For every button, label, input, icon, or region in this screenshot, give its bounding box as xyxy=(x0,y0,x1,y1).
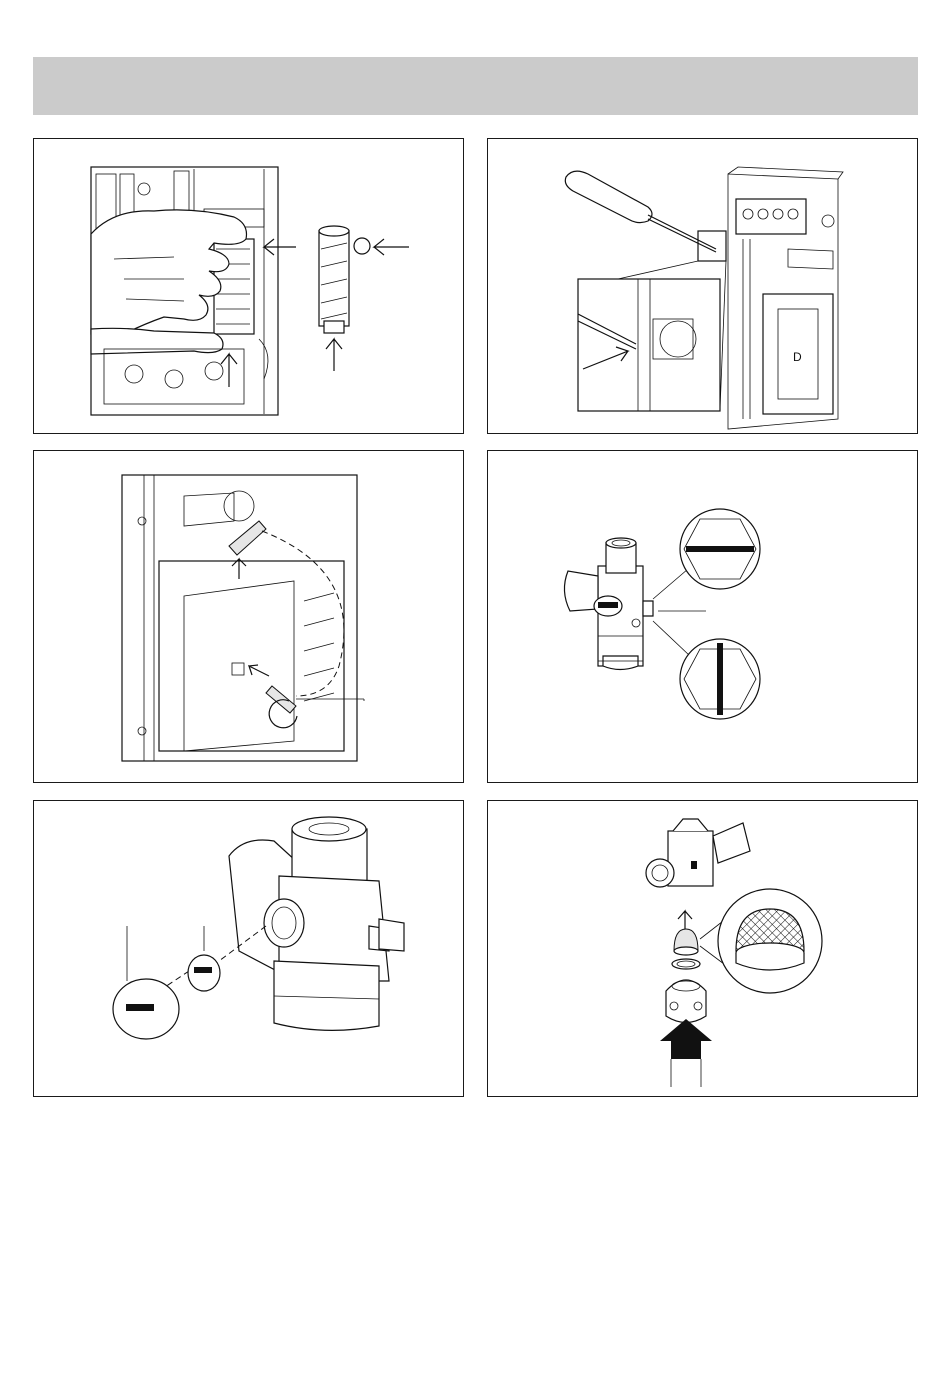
valve-position-icon xyxy=(488,451,919,784)
valve-plug-icon xyxy=(34,801,465,1098)
section-header-bar xyxy=(33,57,918,115)
screwdriver-icon: D xyxy=(488,139,919,435)
panel-strainer-removal xyxy=(487,800,918,1097)
strainer-icon xyxy=(488,801,919,1098)
svg-text:D: D xyxy=(793,350,802,364)
valve-removal-icon xyxy=(34,451,465,784)
panel-open-housing-screwdriver: D xyxy=(487,138,918,434)
panel-remove-valve-spindle xyxy=(33,450,464,783)
panel-valve-plug-disassembly xyxy=(33,800,464,1097)
panel-valve-position-indicator xyxy=(487,450,918,783)
hand-and-connector-icon xyxy=(34,139,465,435)
panel-disconnect-terminal-block xyxy=(33,138,464,434)
